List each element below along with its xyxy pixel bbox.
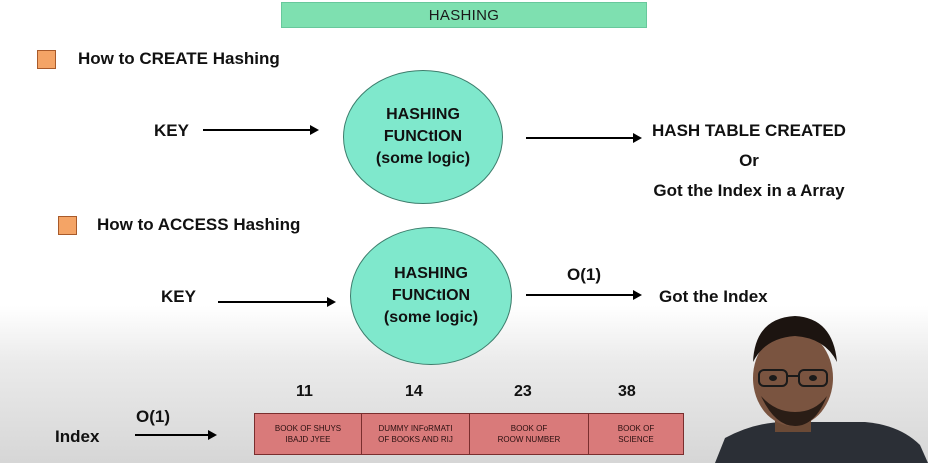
table-cell: DUMMY INFoRMATI OF BOOKS AND RIJ <box>362 414 470 454</box>
cell-line: ROOW NUMBER <box>497 435 561 444</box>
index-number: 38 <box>618 383 636 400</box>
presenter-hair <box>753 316 837 362</box>
cell-line: BOOK OF <box>510 424 548 433</box>
access-result-arrow <box>526 290 642 300</box>
title-banner: HASHING <box>281 2 647 28</box>
index-number: 11 <box>296 383 313 400</box>
cell-line: BOOK OF SHUYS <box>274 424 342 433</box>
create-result: HASH TABLE CREATED Or Got the Index in a… <box>640 121 858 201</box>
page-title: HASHING <box>428 6 500 24</box>
index-complexity: O(1) <box>136 407 170 426</box>
access-key-arrow <box>218 297 336 307</box>
cell-line: DUMMY INFoRMATI <box>378 424 453 433</box>
table-cell: BOOK OF SHUYS IBAJD JYEE <box>255 414 362 454</box>
create-result-or: Or <box>739 151 759 170</box>
create-key-label: KEY <box>154 121 189 140</box>
create-heading: How to CREATE Hashing <box>78 49 280 68</box>
cell-line: SCIENCE <box>618 435 654 444</box>
create-result-line3: Got the Index in a Array <box>653 181 845 200</box>
table-cell: BOOK OF SCIENCE <box>589 414 683 454</box>
presenter-shirt <box>715 422 928 463</box>
cell-line: BOOK OF <box>617 424 655 433</box>
access-complexity: O(1) <box>567 265 601 284</box>
create-result-arrow <box>526 133 642 143</box>
create-fn-line1: HASHING <box>386 106 460 123</box>
presenter-face <box>753 330 833 426</box>
table-cell: BOOK OF ROOW NUMBER <box>470 414 589 454</box>
cell-line: IBAJD JYEE <box>285 435 331 444</box>
access-fn-line1: HASHING <box>394 265 468 282</box>
hash-table: BOOK OF SHUYS IBAJD JYEE DUMMY INFoRMATI O… <box>254 413 684 455</box>
glasses-right <box>798 369 828 387</box>
access-fn-line3: (some logic) <box>383 309 479 326</box>
bullet-access <box>58 216 77 235</box>
create-fn-line3: (some logic) <box>375 150 471 167</box>
access-key-label: KEY <box>161 287 196 306</box>
create-result-line1: HASH TABLE CREATED <box>652 121 846 140</box>
bullet-create <box>37 50 56 69</box>
presenter-webcam <box>715 316 928 463</box>
cell-line: OF BOOKS AND RIJ <box>378 435 453 444</box>
index-label: Index <box>55 427 100 446</box>
access-fn-line2: FUNCtION <box>391 287 471 304</box>
access-result: Got the Index <box>659 287 768 306</box>
glasses-left <box>758 369 788 387</box>
index-arrow <box>135 430 217 440</box>
create-key-arrow <box>203 125 319 135</box>
access-heading: How to ACCESS Hashing <box>97 215 301 234</box>
index-number: 14 <box>405 383 423 400</box>
index-number: 23 <box>514 383 532 400</box>
access-hash-function: HASHING FUNCtION (some logic) <box>350 227 512 365</box>
create-fn-line2: FUNCtION <box>383 128 463 145</box>
create-hash-function: HASHING FUNCtION (some logic) <box>343 70 503 204</box>
